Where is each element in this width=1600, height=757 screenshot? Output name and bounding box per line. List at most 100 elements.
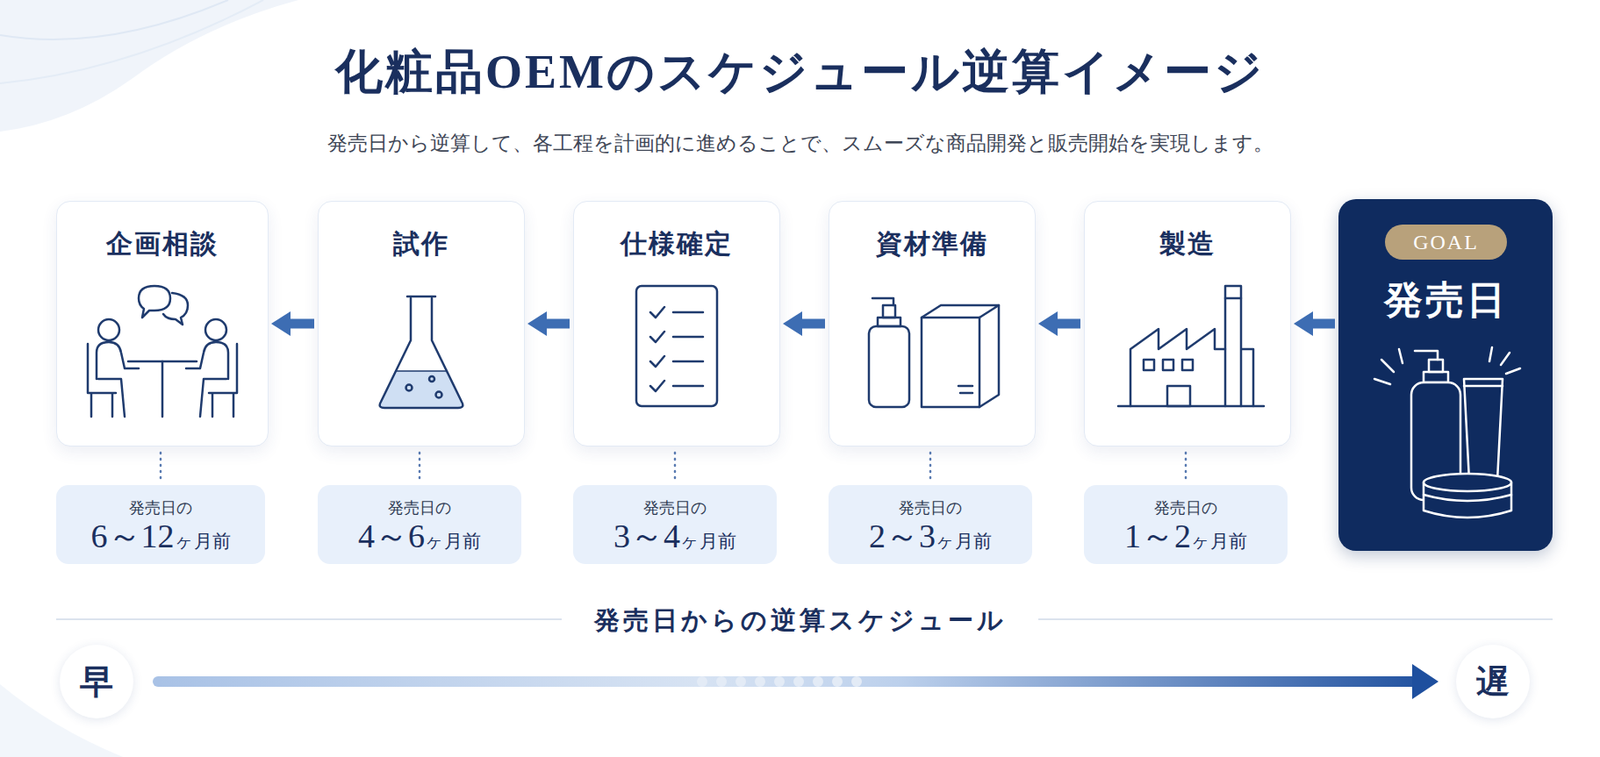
process-card: 資材準備	[828, 200, 1036, 447]
leader-line	[929, 452, 933, 480]
process-card: 仕様確定	[573, 200, 781, 447]
flask-icon	[436, 392, 443, 399]
flow-arrow	[545, 319, 570, 330]
packaging-icon	[868, 326, 910, 408]
meeting-icon	[96, 342, 139, 380]
corner-wave	[0, 0, 299, 757]
month-unit: ヶ月前	[424, 530, 481, 553]
timeline-dots	[696, 676, 862, 688]
packaging-icon	[958, 386, 973, 394]
factory-icon	[1162, 359, 1174, 371]
node-title: 試作	[318, 226, 524, 263]
product-illustration	[1463, 379, 1503, 481]
process-card: 製造	[1083, 200, 1292, 447]
diagram-title: 化粧品OEMのスケジュール逆算イメージ	[0, 40, 1600, 105]
flask-icon	[380, 371, 464, 409]
timing-badge: 発売日の2～3ヶ月前	[828, 485, 1033, 565]
timing-badge: 発売日の1～2ヶ月前	[1083, 485, 1288, 565]
factory-icon	[1118, 405, 1264, 409]
meeting-icon	[186, 342, 229, 380]
leader-line	[159, 452, 163, 480]
meeting-icon	[128, 360, 197, 364]
packaging-icon	[979, 305, 999, 408]
node-title: 遅	[1456, 645, 1530, 719]
flask-icon	[380, 296, 464, 409]
goal-tag: GOAL	[1384, 224, 1507, 260]
product-illustration	[1423, 482, 1512, 518]
node-title: GOAL	[1384, 224, 1507, 260]
node-title: 発売日の	[56, 497, 266, 519]
flask-icon	[406, 385, 413, 392]
node-title: 発売日の	[828, 497, 1033, 519]
checklist-icon	[636, 286, 718, 407]
timeline-dots	[735, 676, 747, 688]
timing-badge: 発売日の3～4ヶ月前	[573, 485, 777, 565]
meeting-icon	[98, 319, 120, 341]
meeting-icon	[200, 379, 227, 417]
flask-icon	[429, 376, 435, 382]
month-unit: ヶ月前	[174, 530, 231, 553]
packaging-icon	[882, 305, 896, 318]
product-illustration	[1414, 351, 1438, 360]
checklist-icon	[650, 380, 704, 392]
flow-arrow	[801, 319, 826, 330]
factory-icon	[1118, 286, 1264, 407]
meeting-icon	[208, 344, 237, 417]
timeline-end: 早	[59, 645, 134, 719]
flow-arrow	[289, 319, 315, 330]
meeting-icon	[87, 344, 116, 417]
flow-arrow	[1312, 319, 1335, 330]
packaging-icon	[868, 298, 999, 408]
factory-icon	[1143, 359, 1155, 371]
flask-icon	[380, 296, 464, 409]
node-title: 早	[59, 645, 134, 719]
month-unit: ヶ月前	[935, 530, 992, 553]
product-illustration	[1423, 495, 1512, 502]
node-title: 製造	[1084, 226, 1291, 263]
section-heading: 発売日からの逆算スケジュール	[0, 603, 1600, 639]
product-illustration	[1374, 347, 1521, 518]
product-illustration	[1423, 473, 1512, 492]
node-title: 仕様確定	[573, 226, 780, 263]
packaging-icon	[877, 317, 901, 327]
leader-line	[1184, 452, 1188, 480]
product-illustration	[1374, 349, 1403, 385]
meeting-icon	[186, 319, 237, 417]
timeline-dots	[832, 676, 843, 688]
meeting-icon	[98, 379, 125, 417]
corner-wave	[0, 0, 264, 84]
subtitle: 発売日から逆算して、各工程を計画的に進めることで、スムーズな商品開発と販売開始を…	[0, 129, 1600, 158]
checklist-icon	[650, 331, 704, 343]
timeline-dots	[812, 676, 824, 688]
timing-badge: 発売日の4～6ヶ月前	[317, 485, 522, 565]
checklist-icon	[650, 307, 704, 318]
leader-line	[674, 452, 677, 480]
factory-icon	[1130, 329, 1226, 407]
node-title: 企画相談	[57, 226, 268, 263]
packaging-icon	[872, 298, 894, 306]
factory-icon	[1182, 359, 1193, 371]
meeting-icon	[161, 361, 165, 417]
factory-icon	[1225, 286, 1254, 407]
product-illustration	[1489, 347, 1521, 374]
heading-rule	[56, 618, 562, 620]
process-card: 企画相談	[56, 200, 269, 447]
node-detail: 4～6ヶ月前	[317, 516, 522, 561]
month-number: 4～6	[358, 517, 425, 555]
node-detail: 1～2ヶ月前	[1083, 516, 1288, 561]
month-unit: ヶ月前	[1191, 530, 1248, 553]
factory-icon	[1167, 386, 1191, 407]
node-title: 発売日の	[1083, 497, 1288, 519]
product-illustration	[1423, 372, 1449, 383]
node-detail: 2～3ヶ月前	[828, 516, 1033, 561]
month-number: 2～3	[868, 517, 936, 555]
timeline-dots	[851, 676, 862, 688]
node-detail: 6～12ヶ月前	[56, 516, 266, 561]
process-card: 試作	[317, 200, 525, 447]
month-number: 3～4	[613, 517, 681, 555]
flask-icon	[396, 370, 446, 373]
meeting-icon	[163, 293, 188, 325]
packaging-icon	[921, 317, 980, 408]
